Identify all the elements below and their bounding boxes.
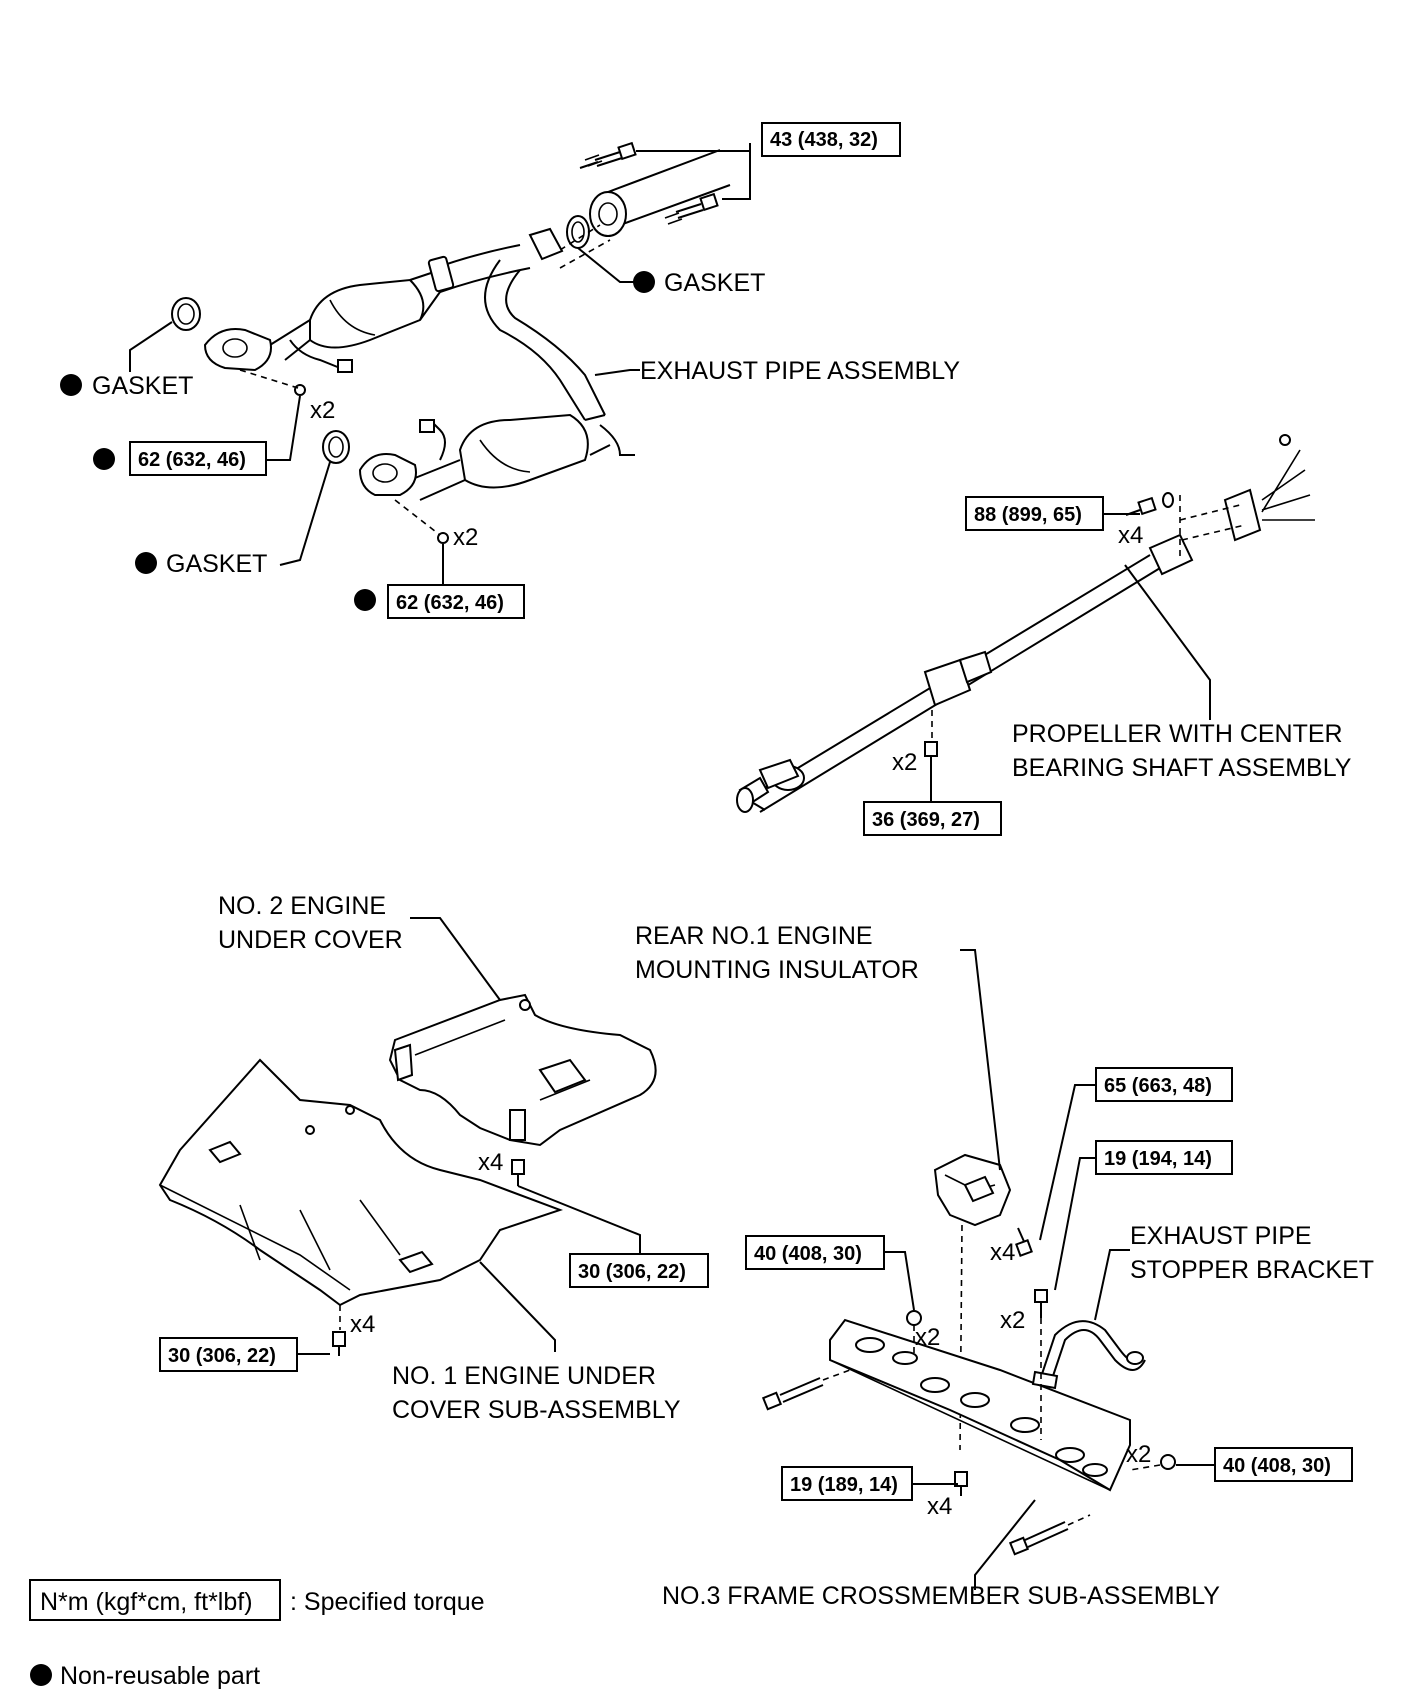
no1-cover-label-line1: NO. 1 ENGINE UNDER [392,1362,656,1390]
torque-box: 19 (189, 14) [781,1466,913,1501]
torque-box: 19 (194, 14) [1095,1140,1233,1175]
nonreusable-dot-icon [60,374,82,396]
legend-torque-units: N*m (kgf*cm, ft*lbf) [40,1588,253,1616]
no2-under-cover-drawing [388,993,657,1186]
torque-box: 40 (408, 30) [1214,1447,1353,1482]
quantity-label: x2 [915,1324,940,1351]
torque-value: 19 (194, 14) [1104,1148,1212,1170]
torque-box: 40 (408, 30) [745,1235,885,1270]
torque-value: 40 (408, 30) [754,1243,862,1265]
quantity-label: x4 [990,1239,1015,1266]
stopper-label-line1: EXHAUST PIPE [1130,1222,1312,1250]
quantity-label: x4 [478,1149,503,1176]
legend: N*m (kgf*cm, ft*lbf) : Specified torque … [29,1579,485,1690]
leader-lines [129,143,1215,1590]
no1-cover-label-line2: COVER SUB-ASSEMBLY [392,1396,681,1424]
crossmember-drawing [761,1310,1176,1556]
no2-cover-label-line1: NO. 2 ENGINE [218,892,386,920]
nonreusable-dot-icon [30,1664,52,1686]
quantity-label: x2 [310,397,335,424]
torque-value: 65 (663, 48) [1104,1075,1212,1097]
quantity-label: x2 [453,524,478,551]
insulator-label-line1: REAR NO.1 ENGINE [635,922,873,950]
nonreusable-dot-icon [135,552,157,574]
crossmember-label: NO.3 FRAME CROSSMEMBER SUB-ASSEMBLY [662,1582,1220,1610]
quantity-label: x4 [350,1311,375,1338]
quantity-label: x2 [1126,1441,1151,1468]
torque-value: 40 (408, 30) [1223,1455,1331,1477]
torque-value: 43 (438, 32) [770,129,878,151]
torque-value: 62 (632, 46) [138,449,246,471]
torque-box: 36 (369, 27) [863,801,1002,836]
exhaust-pipe-assembly-label: EXHAUST PIPE ASSEMBLY [640,357,960,385]
torque-value: 30 (306, 22) [578,1261,686,1283]
stopper-label-line2: STOPPER BRACKET [1130,1256,1374,1284]
no1-under-cover-drawing [158,1058,563,1356]
torque-box: 65 (663, 48) [1095,1067,1233,1102]
bolt-icon [579,141,637,169]
torque-value: 19 (189, 14) [790,1474,898,1496]
gasket-mid-label: GASKET [166,550,267,578]
quantity-label: x2 [892,749,917,776]
torque-box: 62 (632, 46) [129,441,267,476]
nonreusable-dot-icon [633,271,655,293]
stopper-bracket-drawing [1031,1289,1146,1440]
torque-value: 30 (306, 22) [168,1345,276,1367]
nonreusable-dot-icon [93,448,115,470]
bolt-icon [675,192,719,219]
legend-torque-box [29,1579,281,1621]
exhaust-pipe-drawing [171,141,731,544]
torque-box: 43 (438, 32) [761,122,901,157]
torque-box: 30 (306, 22) [159,1337,298,1372]
gasket-top-label: GASKET [664,269,765,297]
torque-value: 62 (632, 46) [396,592,504,614]
gasket-left-label: GASKET [92,372,193,400]
propeller-label-line2: BEARING SHAFT ASSEMBLY [1012,754,1352,782]
torque-box: 88 (899, 65) [965,496,1104,531]
insulator-label-line2: MOUNTING INSULATOR [635,956,919,984]
legend-nonreusable-text: Non-reusable part [60,1662,260,1690]
torque-value: 36 (369, 27) [872,809,980,831]
torque-box: 62 (632, 46) [387,584,525,619]
legend-torque-text: : Specified torque [290,1588,485,1616]
nonreusable-dot-icon [354,589,376,611]
quantity-label: x2 [1000,1307,1025,1334]
quantity-label: x4 [927,1493,952,1520]
propeller-label-line1: PROPELLER WITH CENTER [1012,720,1343,748]
torque-value: 88 (899, 65) [974,504,1082,526]
propeller-shaft-drawing [736,434,1315,813]
torque-box: 30 (306, 22) [569,1253,709,1288]
quantity-label: x4 [1118,522,1143,549]
no2-cover-label-line2: UNDER COVER [218,926,403,954]
